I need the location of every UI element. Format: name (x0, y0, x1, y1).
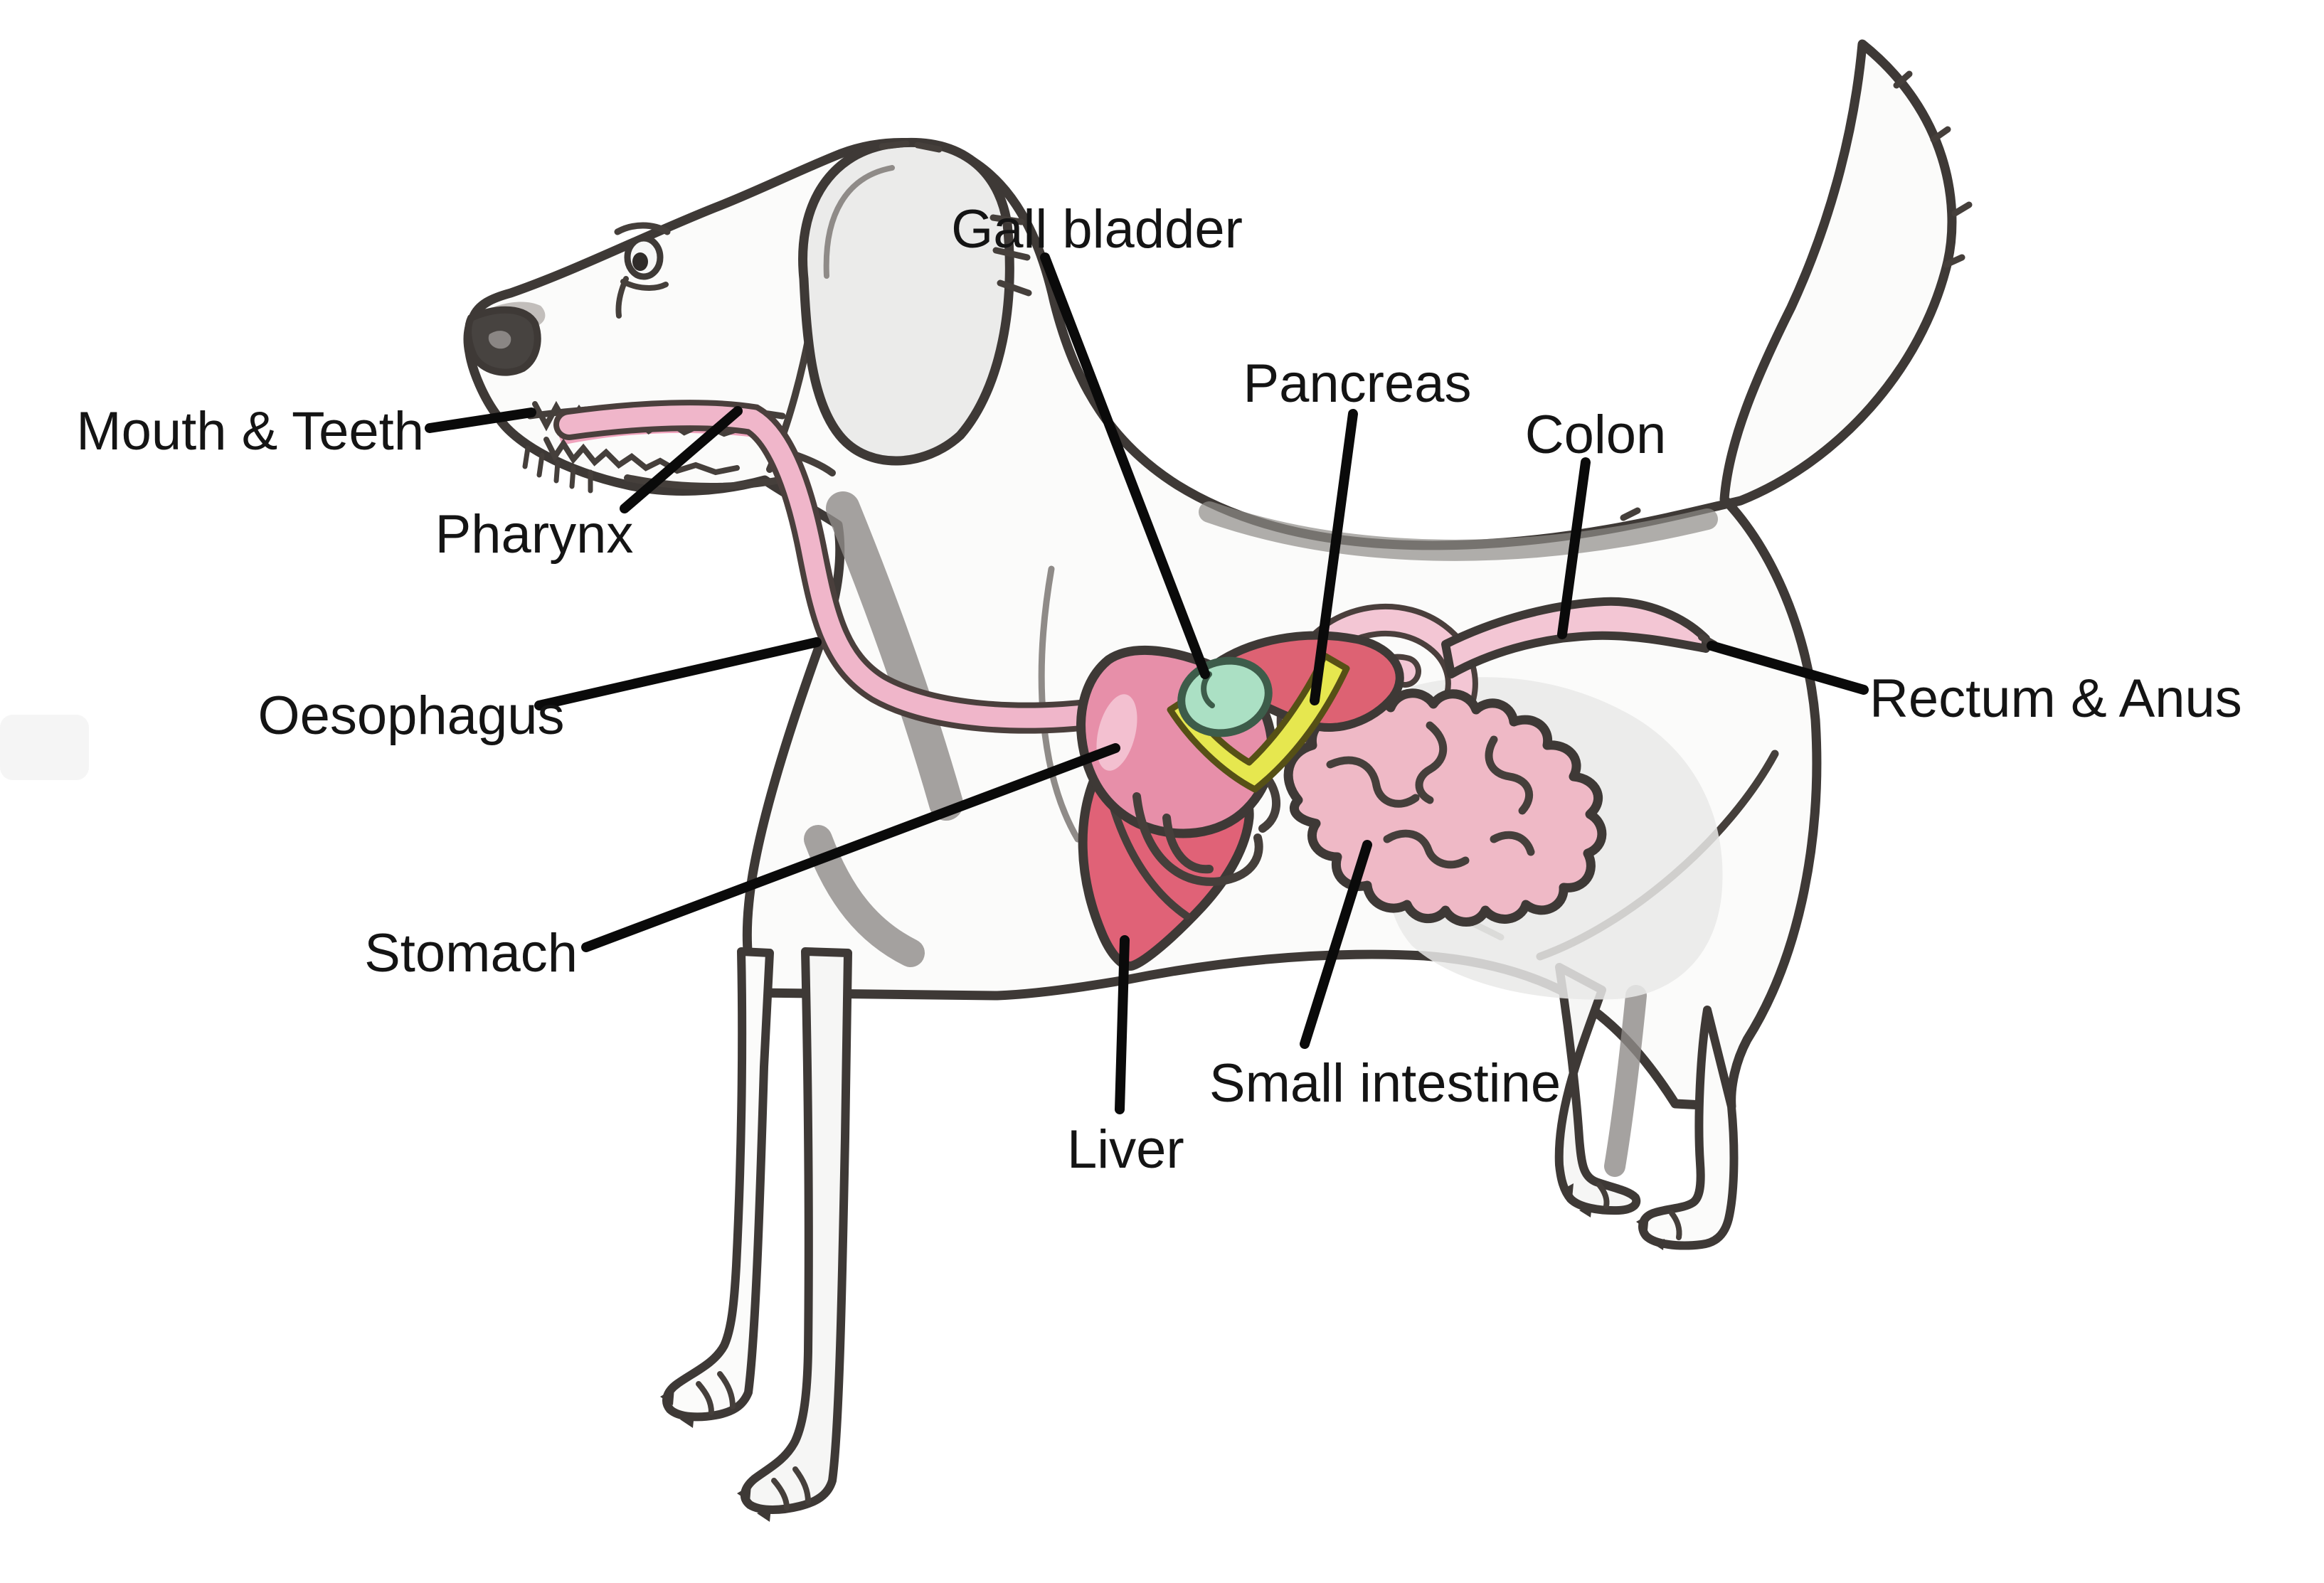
liver-lobe-line (1109, 803, 1191, 920)
leader-pharynx (620, 406, 743, 513)
ear-inner-line (823, 165, 895, 279)
small-intestine-coils (1326, 721, 1535, 869)
label-gall-bladder: Gall bladder (951, 199, 1243, 260)
front-near-paw-toes (696, 1371, 736, 1415)
leader-mouth-teeth (425, 407, 536, 433)
neck-shading (826, 491, 963, 821)
front-far-leg (740, 947, 852, 1514)
hind-far-paw-claws (1561, 1183, 1592, 1217)
small-intestine-organ (1283, 688, 1607, 927)
dog-ear (798, 137, 1014, 466)
pancreas-organ (1167, 652, 1350, 793)
dog-pupil (632, 252, 648, 271)
back-shading (1199, 501, 1718, 561)
brow-line (614, 222, 671, 235)
nostril (488, 331, 511, 349)
label-colon: Colon (1525, 405, 1667, 465)
hind-near-paw-toes (1669, 1210, 1682, 1240)
tail-fur-marks (1620, 70, 1973, 521)
front-far-paw-toes (771, 1466, 811, 1510)
head-fur-marks (879, 140, 1032, 297)
leader-liver (1115, 935, 1130, 1114)
hind-near-paw-claws (1636, 1215, 1665, 1250)
front-near-paw-claws (660, 1388, 694, 1428)
label-small-intestine: Small intestine (1209, 1053, 1561, 1114)
leader-colon (1557, 457, 1591, 639)
leader-rectum-anus (1707, 641, 1869, 695)
leader-gall-bladder (1040, 252, 1210, 679)
labels-layer: Mouth & Teeth Pharynx Oesophagus Stomach… (76, 199, 2242, 1180)
chin-stubble (522, 445, 593, 494)
leader-pancreas (1310, 409, 1358, 705)
dog-teeth-lower (543, 437, 740, 476)
duodenal-curve-lines (1132, 774, 1280, 886)
leader-small-intestine (1300, 840, 1372, 1049)
label-mouth-teeth: Mouth & Teeth (76, 401, 424, 462)
front-near-leg (662, 947, 774, 1422)
label-oesophagus: Oesophagus (258, 686, 565, 746)
eye-fold-lines (615, 276, 669, 319)
hind-far-paw-toes (1596, 1182, 1610, 1209)
label-liver: Liver (1067, 1119, 1184, 1180)
label-pancreas: Pancreas (1243, 353, 1471, 414)
label-pharynx: Pharynx (435, 504, 634, 565)
front-far-paw-claws (737, 1485, 771, 1522)
label-stomach: Stomach (364, 923, 578, 984)
leader-oesophagus (534, 637, 822, 710)
oesophagus-organ (559, 405, 1114, 728)
label-rectum-anus: Rectum & Anus (1869, 668, 2242, 729)
leader-stomach (581, 743, 1120, 952)
paper-smudge (0, 715, 89, 780)
hind-leg-shading (1604, 985, 1647, 1177)
hind-far-leg (1554, 963, 1641, 1215)
leader-lines (425, 252, 1869, 1114)
organs (553, 400, 1723, 1000)
